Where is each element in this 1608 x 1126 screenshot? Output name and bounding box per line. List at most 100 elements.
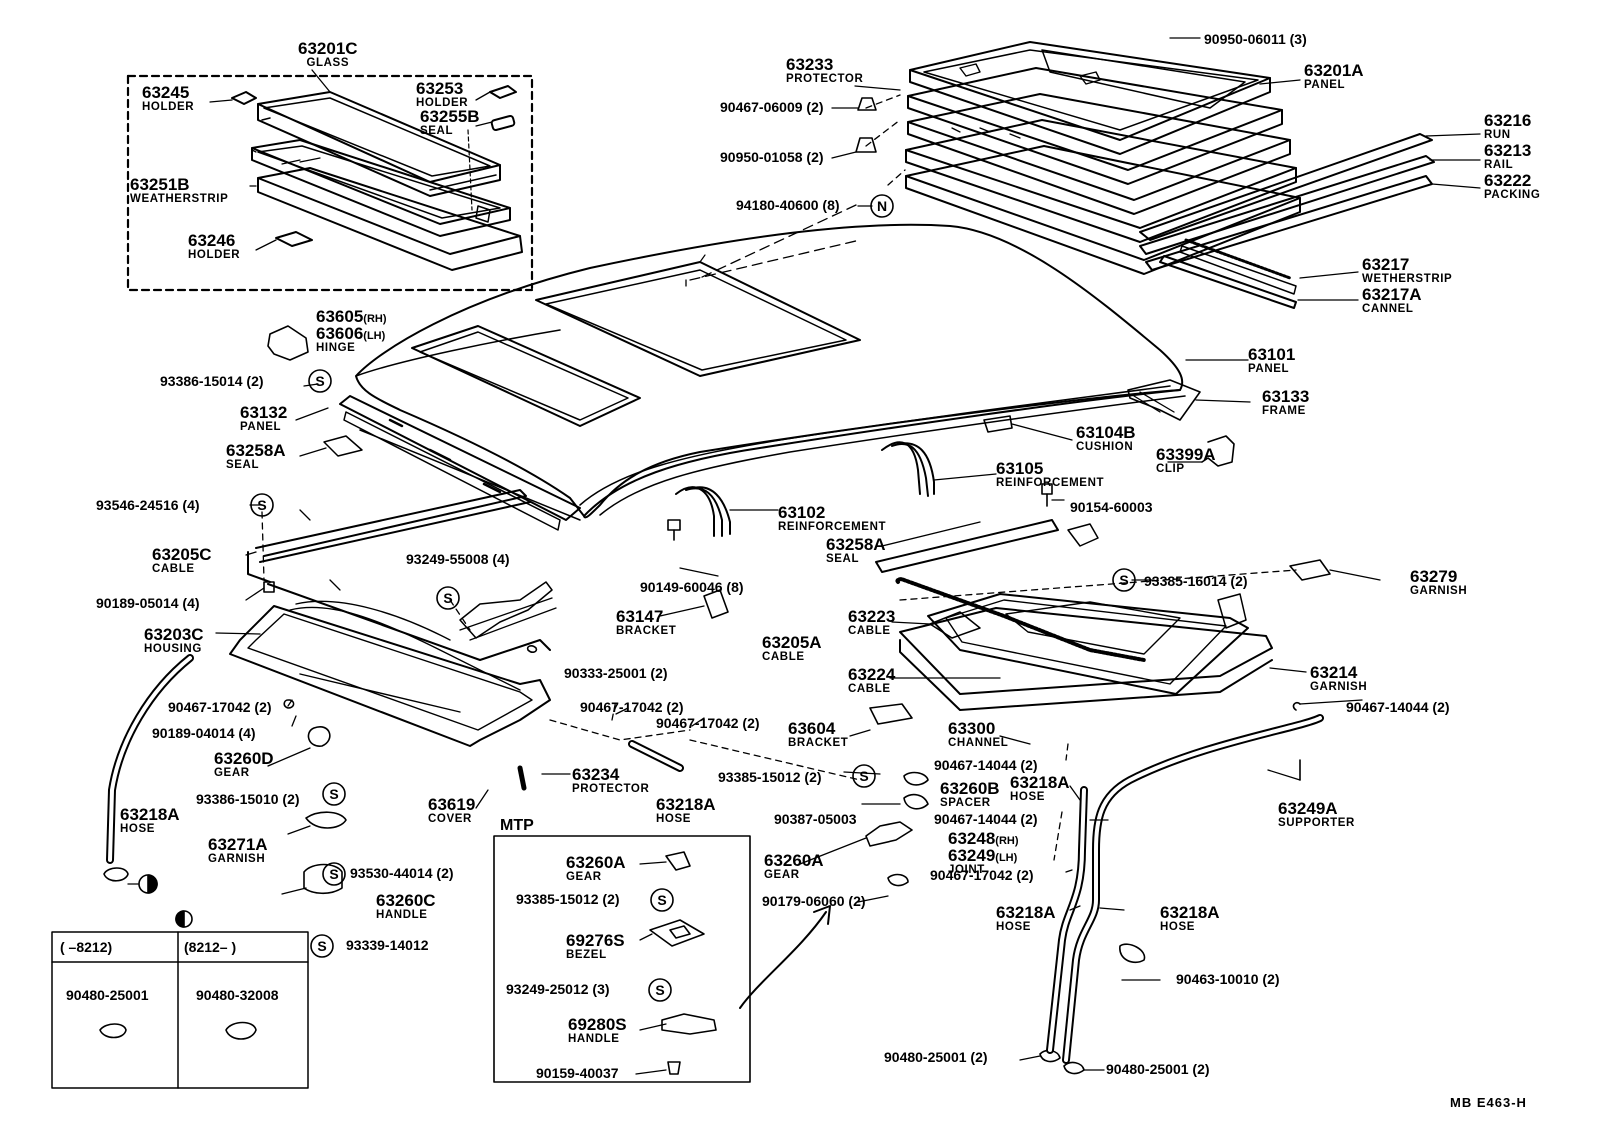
small-fasteners: [99, 97, 1331, 1075]
legend-col2-header: (8212– ): [184, 939, 237, 955]
label-93385-15012-b: 93385-15012 (2): [516, 891, 620, 907]
glass-kit-box: [126, 74, 534, 292]
label-joint: 63248(RH) 63249(LH) JOINT: [948, 829, 1019, 876]
label-90480-25001-b: 90480-25001 (2): [1106, 1061, 1210, 1077]
svg-text:S: S: [655, 982, 664, 998]
label-90154-60003: 90154-60003: [1070, 499, 1153, 515]
front-panel: [339, 395, 581, 531]
label-94180-40600: 94180-40600 (8): [736, 197, 840, 213]
label-90467-14044-a: 90467-14044 (2): [1346, 699, 1450, 715]
label-90387-05003: 90387-05003: [774, 811, 857, 827]
svg-text:S: S: [315, 373, 324, 389]
right-cable-set: [875, 519, 1273, 711]
label-90189-05014: 90189-05014 (4): [96, 595, 200, 611]
cable-housing: [229, 489, 557, 747]
seal-left: [323, 435, 363, 457]
label-90463-10010: 90463-10010 (2): [1176, 971, 1280, 987]
legend-col2-part: 90480-32008: [196, 987, 279, 1003]
weatherstrip-ring: [251, 139, 523, 271]
svg-text:S: S: [859, 768, 868, 784]
legend-col1-part: 90480-25001: [66, 987, 149, 1003]
label-90467-17042-b: 90467-17042 (2): [168, 699, 272, 715]
cushion: [983, 415, 1013, 433]
label-90480-25001-a: 90480-25001 (2): [884, 1049, 988, 1065]
label-90467-17042-a: 90467-17042 (2): [580, 699, 684, 715]
legend-col1-header: ( –8212): [60, 939, 113, 955]
label-93530-44014: 93530-44014 (2): [350, 865, 454, 881]
mtp-box: [493, 835, 751, 1083]
svg-text:S: S: [657, 892, 666, 908]
diagram-code: MB E463-H: [1450, 1095, 1527, 1110]
label-90467-17042-c: 90467-17042 (2): [656, 715, 760, 731]
svg-text:S: S: [317, 938, 326, 954]
label-90467-06009: 90467-06009 (2): [720, 99, 824, 115]
glass-kit-small-parts: [231, 85, 517, 247]
label-90467-17042-d: 90467-17042 (2): [930, 867, 1034, 883]
symbol-letters: S S S S S S S S S S N: [257, 198, 1128, 998]
sliding-panel-stack: [905, 41, 1301, 275]
dashed-leaders: [261, 94, 1297, 861]
symbol-circles: [138, 194, 1136, 1002]
svg-text:S: S: [329, 866, 338, 882]
label-90179-06060: 90179-06060 (2): [762, 893, 866, 909]
svg-text:N: N: [877, 198, 887, 214]
label-93249-25012: 93249-25012 (3): [506, 981, 610, 997]
label-93385-16014: 93385-16014 (2): [1144, 573, 1248, 589]
svg-text:S: S: [257, 497, 266, 513]
mtp-title: MTP: [500, 817, 534, 834]
label-93339-14012: 93339-14012: [346, 937, 429, 953]
svg-text:S: S: [443, 590, 452, 606]
hinge: [267, 325, 309, 361]
mtp-parts: [649, 851, 717, 1075]
label-93249-55008: 93249-55008 (4): [406, 551, 510, 567]
reinforcements: [675, 441, 935, 537]
arrow-curve: [739, 911, 827, 1009]
glass-panel: [257, 91, 501, 197]
label-90950-01058: 90950-01058 (2): [720, 149, 824, 165]
label-90467-14044-b: 90467-14044 (2): [934, 757, 1038, 773]
legend-table: [51, 931, 309, 1089]
svg-text:S: S: [1119, 572, 1128, 588]
label-90149-60046: 90149-60046 (8): [640, 579, 744, 595]
arrow-head: [813, 905, 831, 925]
roof-frame: [1127, 379, 1201, 421]
label-90333-25001: 90333-25001 (2): [564, 665, 668, 681]
svg-text:S: S: [329, 786, 338, 802]
